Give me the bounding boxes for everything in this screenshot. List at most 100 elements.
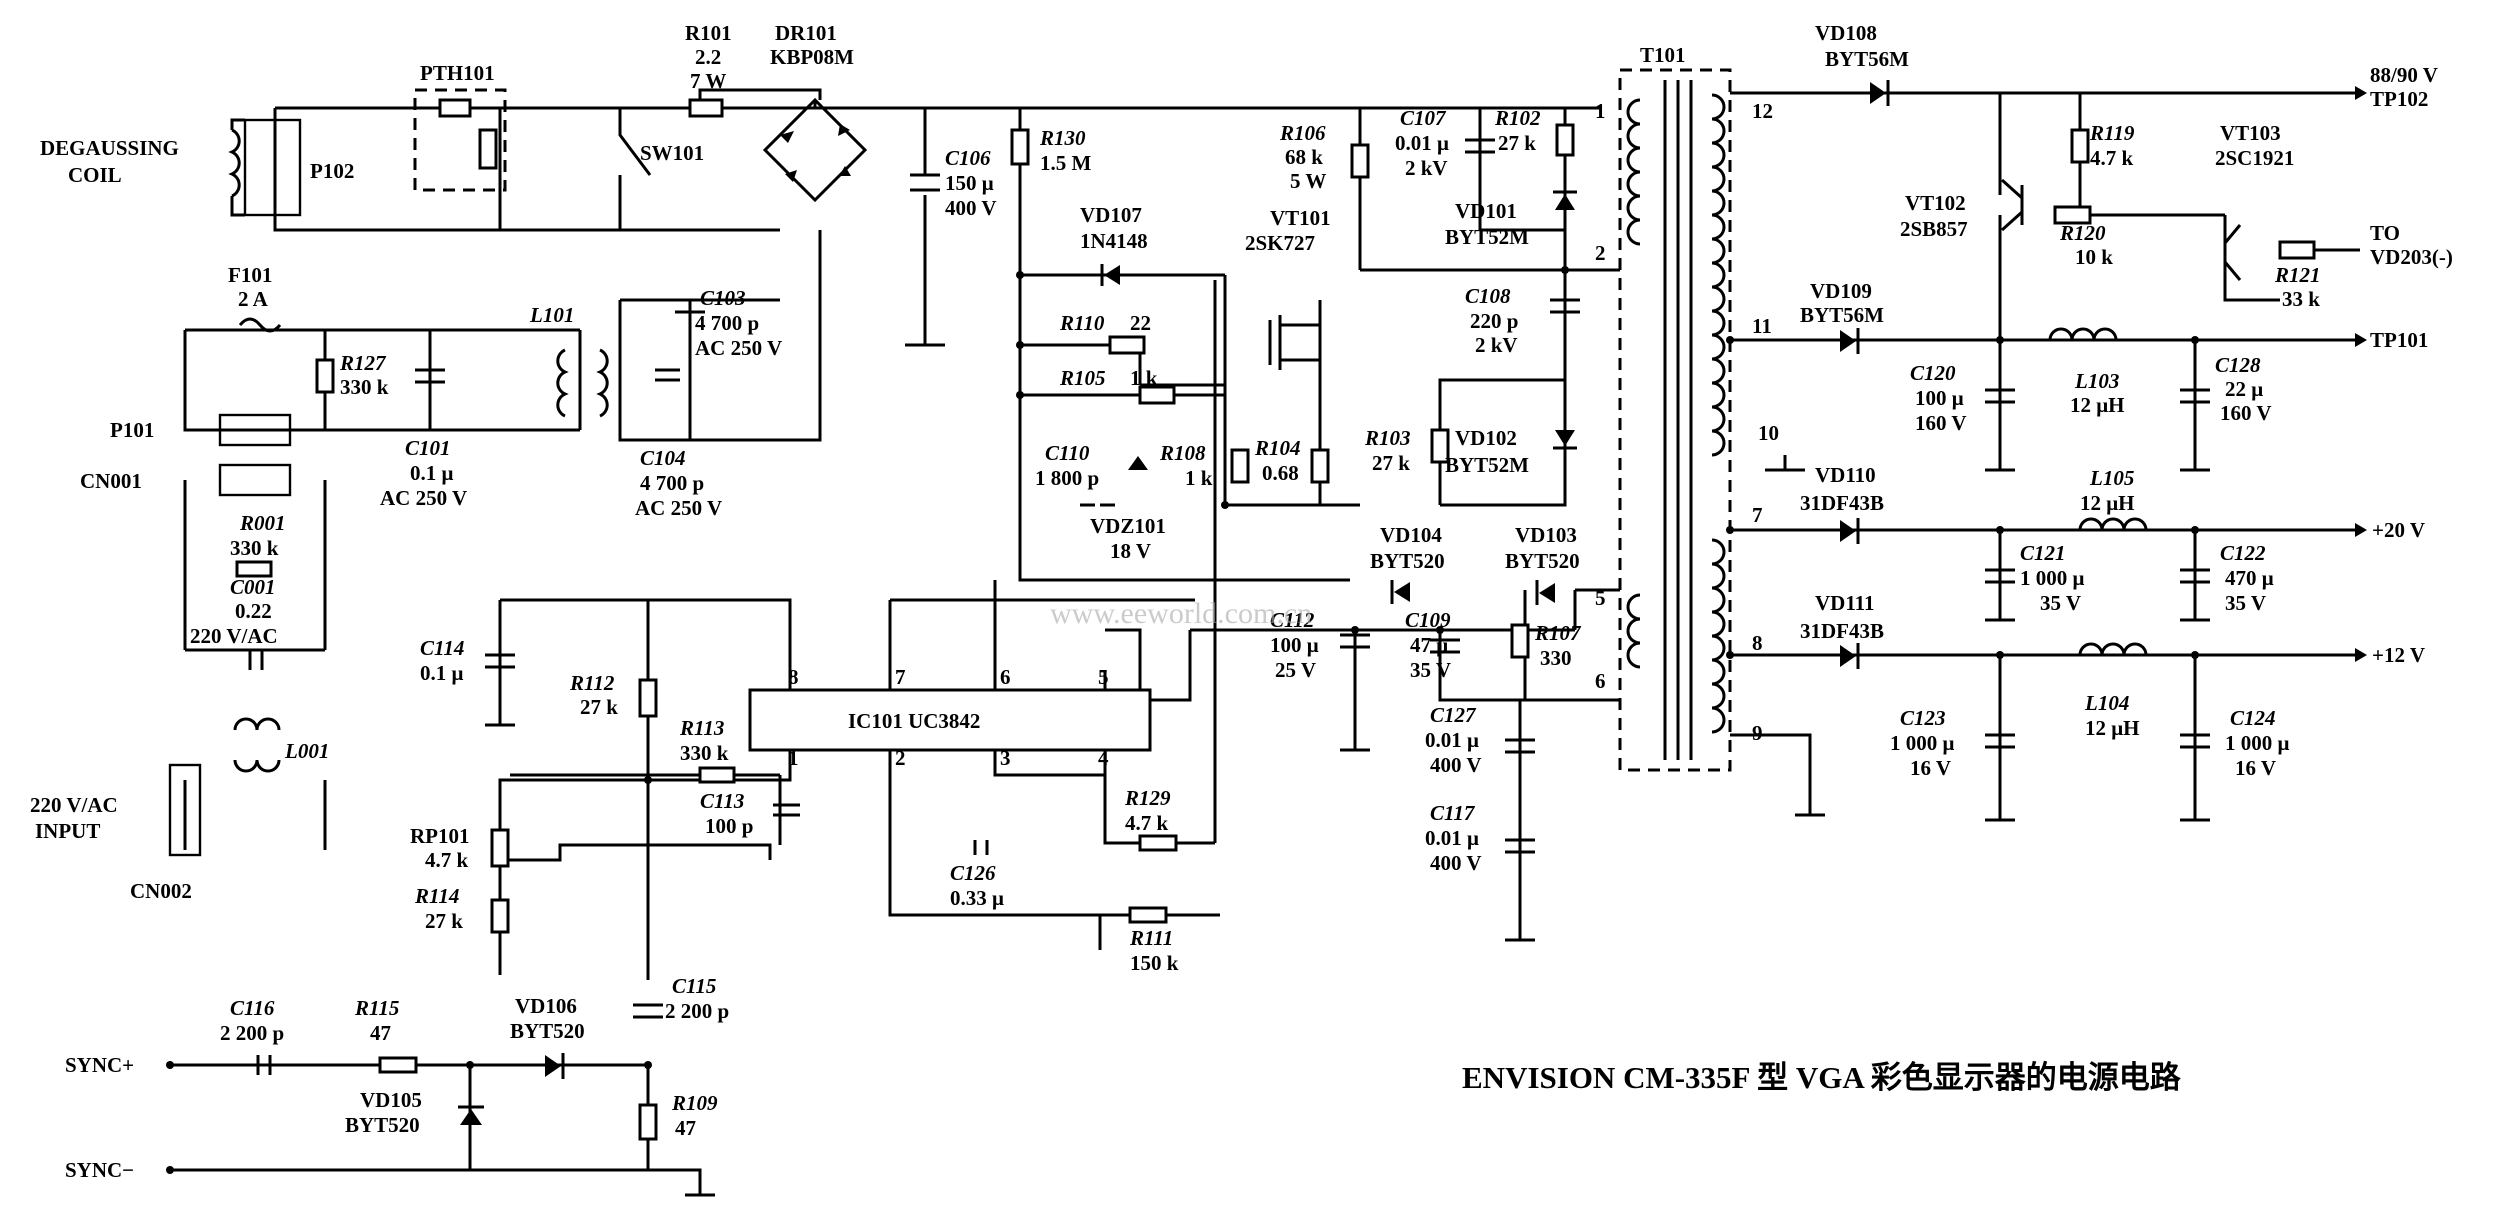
label-l104-val: 12 μH <box>2085 716 2140 740</box>
label-out-20: +20 V <box>2372 518 2425 542</box>
label-r105: R105 <box>1059 366 1106 390</box>
label-c107-v: 2 kV <box>1405 156 1448 180</box>
label-c120-val: 100 μ <box>1915 386 1964 410</box>
label-r109: R109 <box>671 1091 718 1115</box>
label-r127-val: 330 k <box>340 375 389 399</box>
label-c104: C104 <box>640 446 686 470</box>
label-vt101-part: 2SK727 <box>1245 231 1315 255</box>
label-p101: P101 <box>110 418 154 442</box>
label-l105: L105 <box>2089 466 2134 490</box>
label-c128: C128 <box>2215 353 2261 377</box>
t101-pin-12: 12 <box>1752 99 1773 123</box>
t101-pin-6: 6 <box>1595 669 1606 693</box>
label-r114: R114 <box>414 884 459 908</box>
label-rp101-val: 4.7 k <box>425 848 469 872</box>
label-c127-v: 400 V <box>1430 753 1482 777</box>
label-r121-val: 33 k <box>2282 287 2320 311</box>
label-r001: R001 <box>239 511 286 535</box>
label-vt102-part: 2SB857 <box>1900 217 1968 241</box>
t101-pin-8: 8 <box>1752 631 1763 655</box>
label-r119: R119 <box>2089 121 2135 145</box>
label-l103-val: 12 μH <box>2070 393 2125 417</box>
ic-pin-8: 8 <box>788 665 799 689</box>
label-c126: C126 <box>950 861 996 885</box>
t101-pin-11: 11 <box>1752 314 1772 338</box>
ic-pin-4: 4 <box>1098 746 1109 770</box>
label-vd101: VD101 <box>1455 199 1517 223</box>
label-r108-val: 1 k <box>1185 466 1213 490</box>
label-r119-val: 4.7 k <box>2090 146 2134 170</box>
label-c127-val: 0.01 μ <box>1425 728 1479 752</box>
label-vd110-part: 31DF43B <box>1800 491 1884 515</box>
label-r129: R129 <box>1124 786 1171 810</box>
label-out-8890: 88/90 V <box>2370 63 2438 87</box>
label-r103-val: 27 k <box>1372 451 1410 475</box>
label-vd108-part: BYT56M <box>1825 47 1909 71</box>
label-sync-minus: SYNC− <box>65 1158 134 1182</box>
ic-pin-7: 7 <box>895 665 906 689</box>
label-vd109-part: BYT56M <box>1800 303 1884 327</box>
label-r114-val: 27 k <box>425 909 463 933</box>
wiring <box>170 88 2360 1195</box>
label-c127: C127 <box>1430 703 1477 727</box>
label-c103-v: AC 250 V <box>695 336 782 360</box>
label-c107: C107 <box>1400 106 1447 130</box>
t101-pin-10: 10 <box>1758 421 1779 445</box>
label-c110: C110 <box>1045 441 1090 465</box>
label-vd107-part: 1N4148 <box>1080 229 1148 253</box>
label-vd105: VD105 <box>360 1088 422 1112</box>
label-pth101: PTH101 <box>420 61 495 85</box>
label-rp101: RP101 <box>410 824 470 848</box>
label-r120: R120 <box>2059 221 2106 245</box>
label-c104-v: AC 250 V <box>635 496 722 520</box>
label-c108-val: 220 p <box>1470 309 1518 333</box>
label-r115: R115 <box>354 996 399 1020</box>
label-c101-v: AC 250 V <box>380 486 467 510</box>
label-c115: C115 <box>672 974 716 998</box>
label-vdz101-val: 18 V <box>1110 539 1151 563</box>
figure-caption: ENVISION CM-335F 型 VGA 彩色显示器的电源电路 <box>1462 1060 2182 1095</box>
label-r111: R111 <box>1129 926 1173 950</box>
label-vd101-part: BYT52M <box>1445 225 1529 249</box>
label-r113: R113 <box>679 716 724 740</box>
label-r104: R104 <box>1254 436 1301 460</box>
label-c101-val: 0.1 μ <box>410 461 454 485</box>
label-vd106: VD106 <box>515 994 577 1018</box>
label-vd106-part: BYT520 <box>510 1019 585 1043</box>
label-sw101: SW101 <box>640 141 704 165</box>
label-r112-val: 27 k <box>580 695 618 719</box>
label-c106-v: 400 V <box>945 196 997 220</box>
label-out-12: +12 V <box>2372 643 2425 667</box>
label-c107-val: 0.01 μ <box>1395 131 1449 155</box>
ground-symbols <box>485 343 2210 1197</box>
label-vd110: VD110 <box>1815 463 1876 487</box>
label-c001: C001 <box>230 575 276 599</box>
label-c103-val: 4 700 p <box>695 311 759 335</box>
ic-pin-1: 1 <box>788 746 799 770</box>
label-c117-val: 0.01 μ <box>1425 826 1479 850</box>
label-l105-val: 12 μH <box>2080 491 2135 515</box>
label-degaussing-2: COIL <box>68 163 122 187</box>
label-c108-v: 2 kV <box>1475 333 1518 357</box>
t101-pin-5: 5 <box>1595 586 1606 610</box>
label-r110: R110 <box>1059 311 1105 335</box>
label-tp102: TP102 <box>2370 87 2428 111</box>
label-r115-val: 47 <box>370 1021 391 1045</box>
t101-pin-2: 2 <box>1595 241 1606 265</box>
label-tp101: TP101 <box>2370 328 2428 352</box>
label-vd111-part: 31DF43B <box>1800 619 1884 643</box>
label-c126-val: 0.33 μ <box>950 886 1004 910</box>
label-vd104-part: BYT520 <box>1370 549 1445 573</box>
label-l103: L103 <box>2074 369 2119 393</box>
label-t101: T101 <box>1640 43 1686 67</box>
label-c001-val: 0.22 <box>235 599 272 623</box>
label-sync-plus: SYNC+ <box>65 1053 134 1077</box>
label-f101: F101 <box>228 263 272 287</box>
label-c120-v: 160 V <box>1915 411 1967 435</box>
label-r107-val: 330 <box>1540 646 1572 670</box>
label-to: TO <box>2370 221 2400 245</box>
label-r108: R108 <box>1159 441 1206 465</box>
label-r113-val: 330 k <box>680 741 729 765</box>
label-r101-val: 2.2 <box>695 45 721 69</box>
